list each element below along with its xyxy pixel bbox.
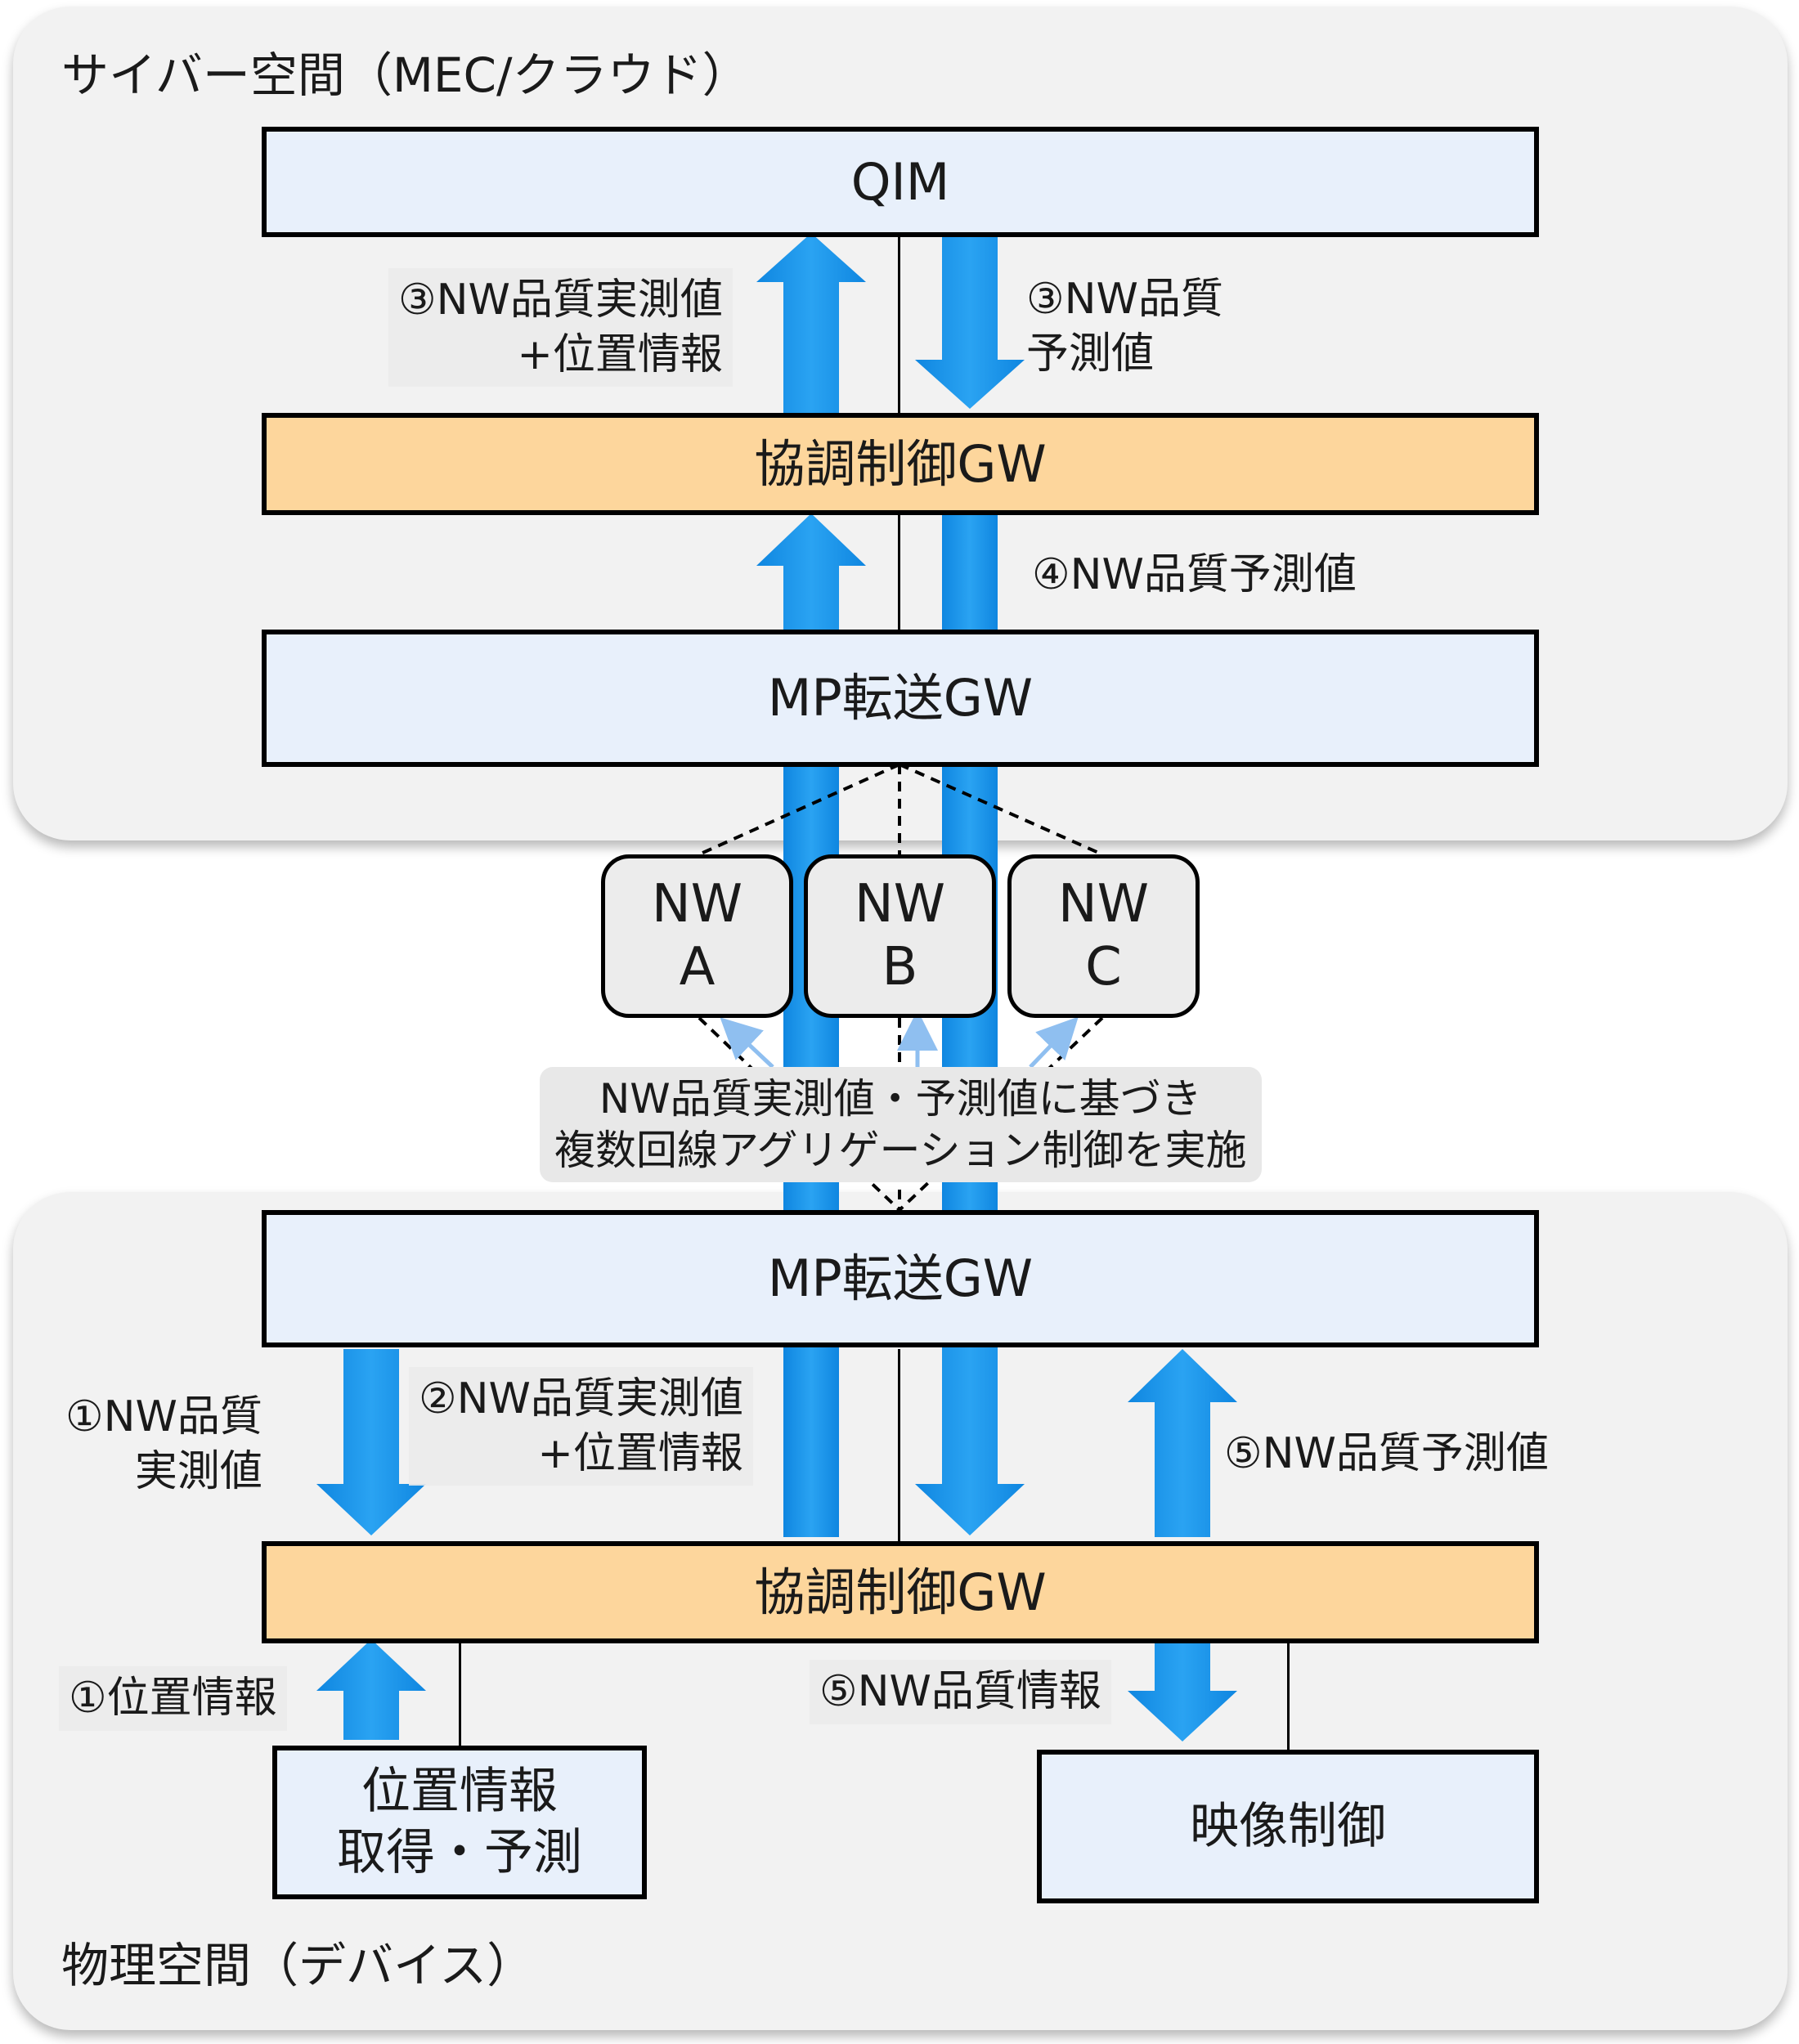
arrow-down-step5-info — [1128, 1643, 1237, 1741]
label-step3-up-line1: ③NW品質実測値 — [398, 276, 723, 325]
network-b-line2: B — [882, 937, 918, 997]
network-a-line2: A — [679, 937, 716, 997]
network-c-line2: C — [1085, 937, 1122, 997]
label-step3-up-line2: +位置情報 — [517, 329, 723, 379]
label-step5-pred: ⑤NW品質予測値 — [1224, 1429, 1549, 1478]
label-step1-location: ①位置情報 — [59, 1666, 287, 1731]
connector-qim-gw — [898, 237, 900, 414]
label-step2: ②NW品質実測値 +位置情報 — [409, 1367, 753, 1486]
network-b-box: NW B — [804, 854, 996, 1018]
aggregation-note-line2: 複数回線アグリゲーション制御を実施 — [554, 1126, 1247, 1174]
mp-transfer-gw-bottom: MP転送GW — [262, 1210, 1539, 1347]
label-step2-line2: +位置情報 — [537, 1428, 743, 1478]
location-acquisition-box: 位置情報 取得・予測 — [272, 1746, 647, 1899]
network-a-box: NW A — [601, 854, 793, 1018]
arrow-down-step1-nw — [316, 1349, 426, 1535]
label-step3-down: ③NW品質 予測値 — [1026, 272, 1223, 381]
label-step1-nw-line1: ①NW品質 — [65, 1392, 262, 1441]
physical-space-title: 物理空間（デバイス） — [61, 1938, 535, 1993]
aggregation-control-note: NW品質実測値・予測値に基づき 複数回線アグリゲーション制御を実施 — [540, 1067, 1262, 1182]
network-c-line1: NW — [1057, 874, 1150, 935]
location-box-line2: 取得・予測 — [337, 1824, 582, 1881]
arrow-down-step4-bar — [942, 515, 998, 631]
mp-transfer-gw-top: MP転送GW — [262, 630, 1539, 767]
arrow-up-step1-location — [316, 1639, 426, 1740]
label-step1-nw: ①NW品質 実測値 — [65, 1390, 262, 1499]
arrow-up-step5-pred — [1128, 1349, 1237, 1537]
coord-control-gw-top: 協調制御GW — [262, 413, 1539, 515]
qim-box: QIM — [262, 127, 1539, 237]
video-control-box: 映像制御 — [1037, 1750, 1539, 1903]
arrow-up-mp-to-gw — [756, 513, 866, 631]
location-box-line1: 位置情報 — [361, 1763, 558, 1820]
cyber-space-title: サイバー空間（MEC/クラウド） — [61, 47, 750, 103]
label-step5-info: ⑤NW品質情報 — [810, 1660, 1111, 1724]
connector-gw-mp-top — [898, 515, 900, 631]
coord-control-gw-bottom: 協調制御GW — [262, 1541, 1539, 1643]
arrow-down-step3 — [915, 237, 1025, 409]
label-step2-line1: ②NW品質実測値 — [419, 1374, 743, 1423]
aggregation-control-arrows — [720, 1010, 1079, 1069]
arrow-down-step2 — [915, 1325, 1025, 1535]
connector-gw-location — [459, 1643, 461, 1750]
network-c-box: NW C — [1007, 854, 1200, 1018]
label-step3-up: ③NW品質実測値 +位置情報 — [388, 268, 733, 388]
network-a-line1: NW — [651, 874, 743, 935]
connector-mp-gw-bottom — [898, 1349, 900, 1545]
label-step3-down-line1: ③NW品質 — [1026, 275, 1223, 324]
network-b-line1: NW — [854, 874, 946, 935]
label-step1-nw-line2: 実測値 — [134, 1446, 262, 1496]
aggregation-note-line1: NW品質実測値・予測値に基づき — [599, 1075, 1202, 1123]
arrow-up-step3 — [756, 233, 866, 413]
label-step3-down-line2: 予測値 — [1026, 329, 1155, 379]
label-step4: ④NW品質予測値 — [1032, 550, 1357, 599]
connector-gw-video — [1287, 1643, 1290, 1750]
